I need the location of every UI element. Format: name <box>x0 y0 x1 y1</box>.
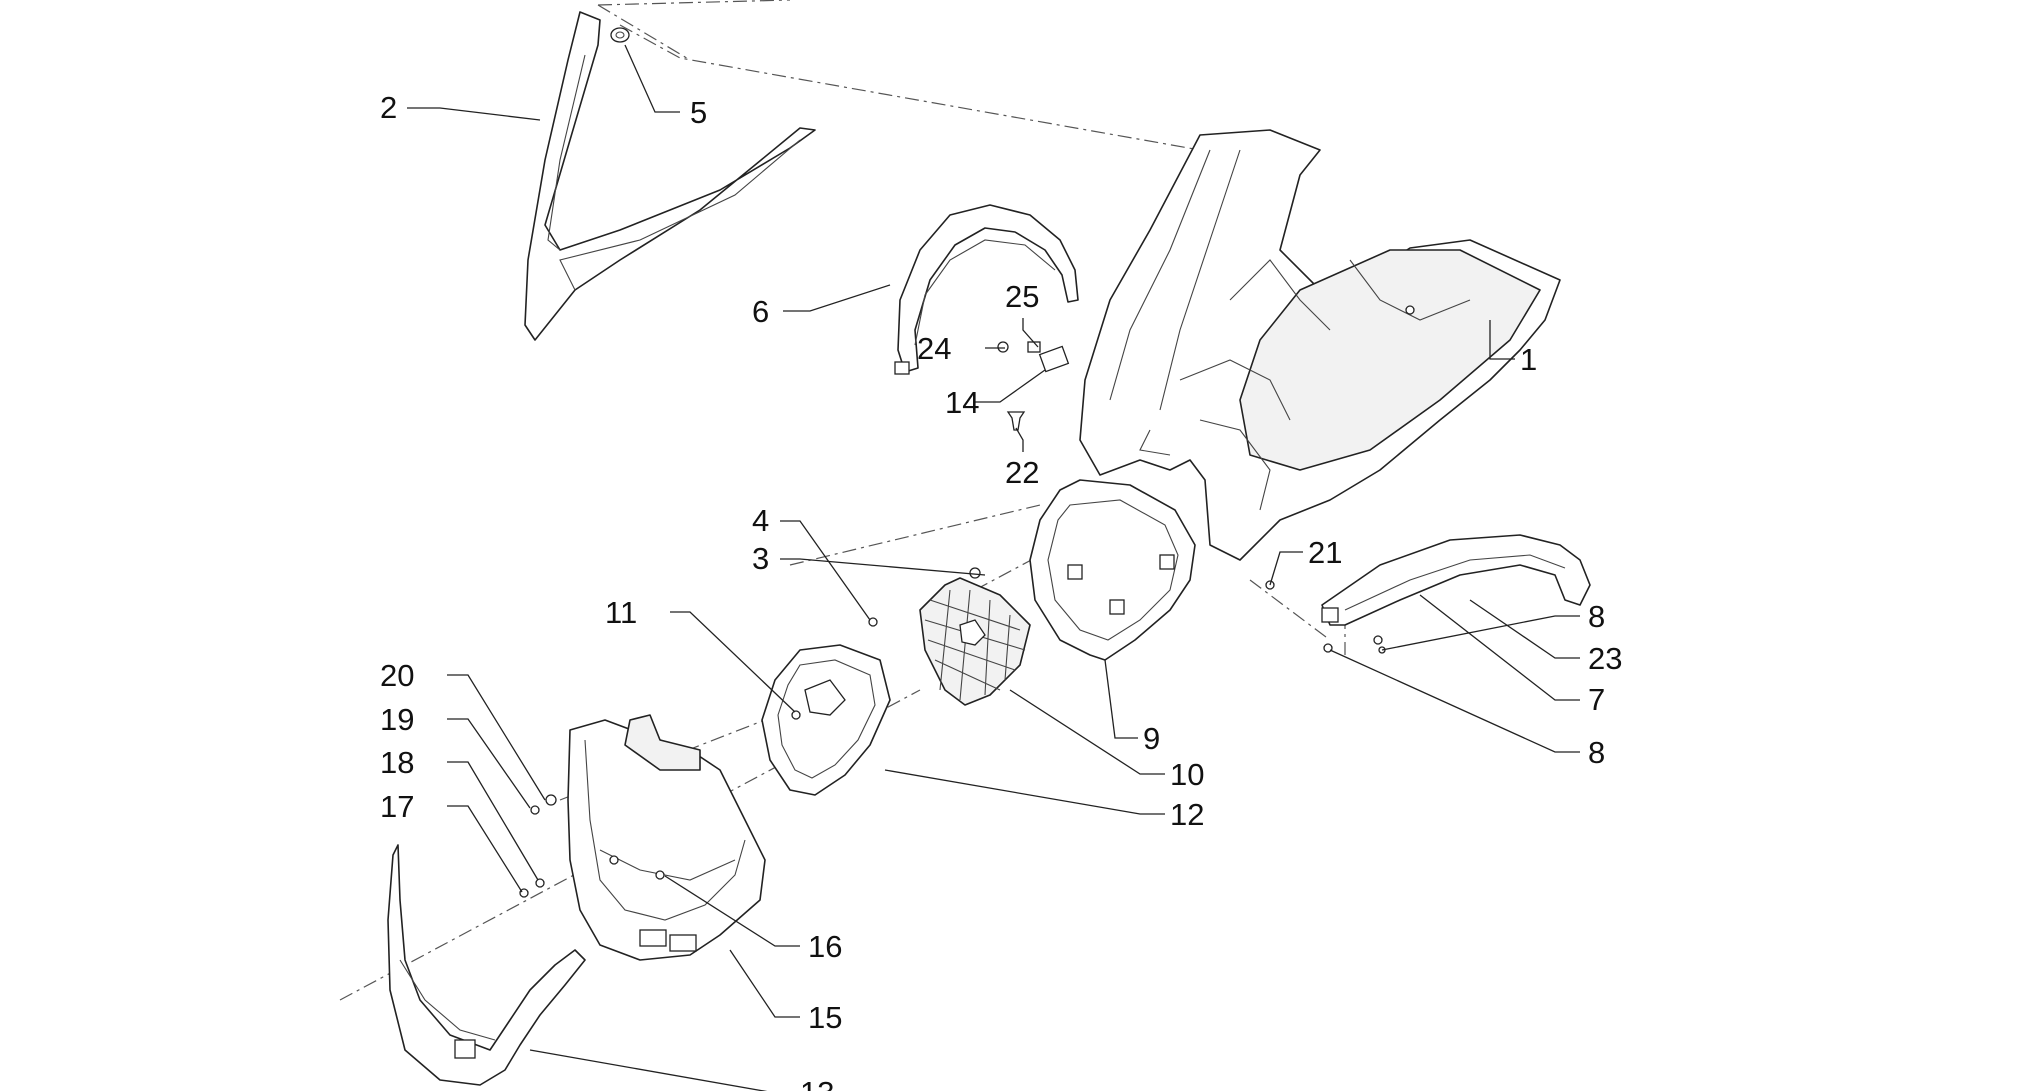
callout-4: 4 <box>752 503 769 538</box>
callout-13: 13 <box>800 1075 834 1091</box>
part-6-curved-trim <box>894 204 1079 375</box>
callout-21: 21 <box>1308 535 1342 570</box>
part-1-front-shield <box>1079 129 1561 561</box>
part-5-clip <box>610 27 630 43</box>
part-7-right-trim <box>1321 534 1591 626</box>
callout-numbers: 1 2 3 4 5 6 7 8 8 9 10 11 12 13 14 15 16… <box>380 90 1622 1091</box>
callout-9: 9 <box>1143 721 1160 756</box>
part-13-lower-panel <box>387 844 586 1086</box>
screws-17-20 <box>519 794 557 898</box>
part-2-front-upper-panel <box>524 11 816 341</box>
callout-11: 11 <box>605 595 637 630</box>
part-12-surround-frame <box>761 644 891 796</box>
callout-1: 1 <box>1520 342 1537 377</box>
callout-8b: 8 <box>1588 735 1605 770</box>
callout-17: 17 <box>380 789 414 824</box>
callout-3: 3 <box>752 541 769 576</box>
part-10-grille <box>919 577 1031 706</box>
callout-2: 2 <box>380 90 397 125</box>
callout-16: 16 <box>808 929 842 964</box>
callout-15: 15 <box>808 1000 842 1035</box>
part-9-headlight-frame <box>1029 479 1196 661</box>
callout-25: 25 <box>1005 279 1039 314</box>
callout-22: 22 <box>1005 455 1039 490</box>
callout-7: 7 <box>1588 682 1605 717</box>
callout-20: 20 <box>380 658 414 693</box>
small-hardware <box>791 567 1386 720</box>
callout-8a: 8 <box>1588 599 1605 634</box>
callout-14: 14 <box>945 385 979 420</box>
callout-19: 19 <box>380 702 414 737</box>
callout-12: 12 <box>1170 797 1204 832</box>
callout-18: 18 <box>380 745 414 780</box>
hardware-14-22-24-25 <box>997 341 1070 431</box>
callout-24: 24 <box>917 331 951 366</box>
callout-10: 10 <box>1170 757 1204 792</box>
callout-6: 6 <box>752 294 769 329</box>
callout-23: 23 <box>1588 641 1622 676</box>
part-15-lower-front <box>567 714 766 961</box>
callout-5: 5 <box>690 95 707 130</box>
leader-lines <box>407 44 1580 1091</box>
